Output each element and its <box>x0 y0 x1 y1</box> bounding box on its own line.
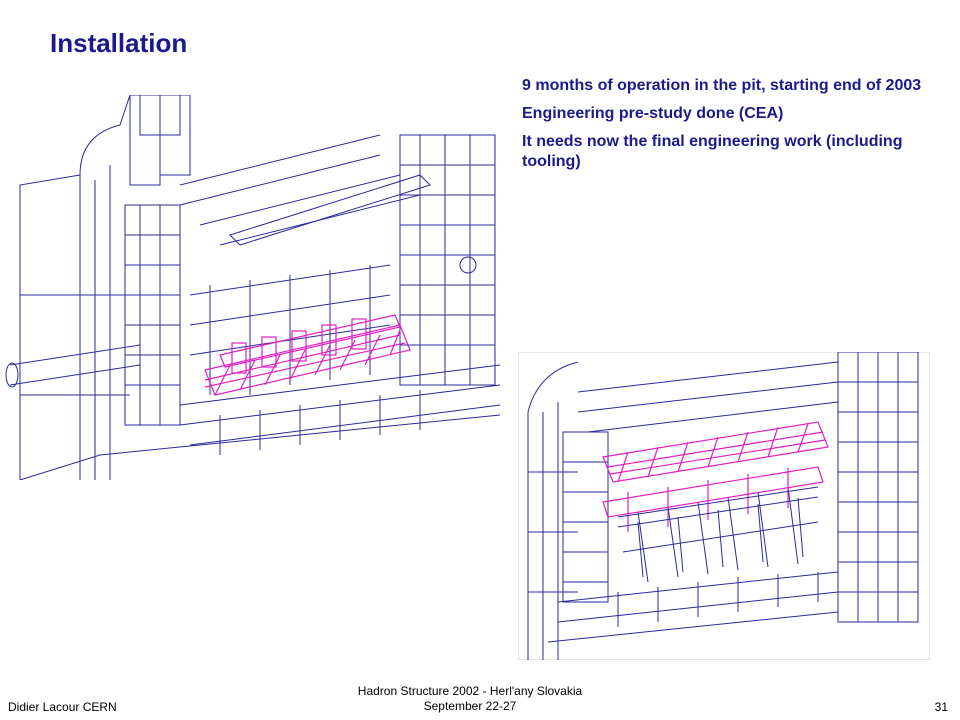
page-number: 31 <box>934 700 948 714</box>
bullet-item: 9 months of operation in the pit, starti… <box>522 77 922 94</box>
cavern-drawing-main <box>5 95 501 480</box>
footer-conference: Hadron Structure 2002 - Herl'any Slovaki… <box>330 684 610 714</box>
cavern-drawing-detail <box>518 352 930 660</box>
bullet-item: It needs now the final engineering work … <box>522 133 903 170</box>
bullet-item: Engineering pre-study done (CEA) <box>522 105 784 122</box>
slide-title: Installation <box>50 28 188 58</box>
bullet-list: 9 months of operation in the pit, starti… <box>522 76 932 180</box>
footer-conference-dates: September 22-27 <box>423 699 517 713</box>
footer-author: Didier Lacour CERN <box>8 700 117 714</box>
footer-conference-title: Hadron Structure 2002 - Herl'any Slovaki… <box>357 684 583 698</box>
